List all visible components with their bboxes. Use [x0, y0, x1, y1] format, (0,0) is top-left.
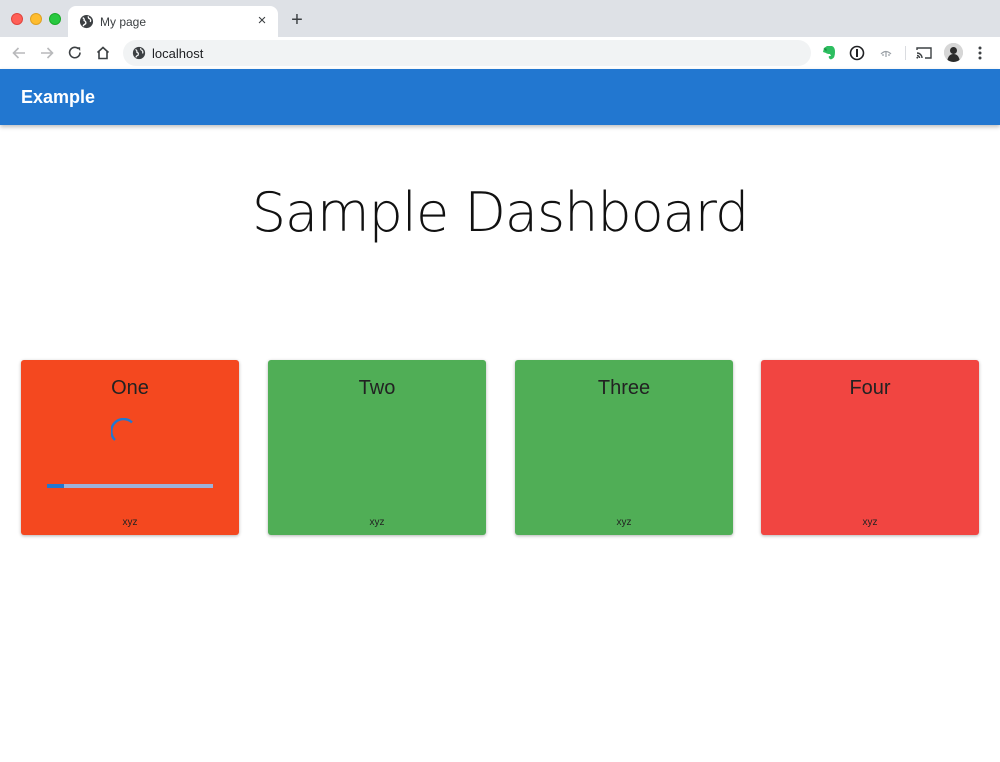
card-title: Three	[597, 377, 651, 399]
globe-icon	[132, 46, 146, 60]
extension-icon[interactable]	[877, 44, 895, 62]
app-title: Example	[21, 87, 96, 107]
card-title: Four	[849, 377, 891, 399]
password-manager-extension-icon[interactable]	[848, 44, 866, 62]
new-tab-button[interactable]: +	[291, 9, 303, 31]
window-minimize-button[interactable]	[30, 13, 42, 25]
card-footer: xyz	[369, 517, 385, 528]
forward-arrow-icon[interactable]	[37, 43, 57, 63]
progress-bar-fill	[47, 484, 64, 488]
card-title: Two	[358, 377, 396, 399]
card-title: One	[111, 377, 149, 399]
profile-avatar[interactable]	[944, 43, 963, 62]
dashboard-card-two: Two xyz	[268, 360, 486, 535]
page-title: Sample Dashboard	[251, 181, 750, 244]
evernote-extension-icon[interactable]	[820, 44, 838, 62]
cast-icon[interactable]	[915, 44, 933, 62]
more-vertical-icon[interactable]	[975, 43, 985, 63]
address-text: localhost	[152, 46, 204, 61]
home-icon[interactable]	[93, 43, 113, 63]
card-footer: xyz	[862, 517, 878, 528]
card-footer: xyz	[122, 517, 138, 528]
progress-bar	[47, 484, 213, 488]
toolbar-separator	[905, 46, 906, 60]
back-arrow-icon[interactable]	[9, 43, 29, 63]
dashboard-card-four: Four xyz	[761, 360, 979, 535]
window-close-button[interactable]	[11, 13, 23, 25]
browser-tab[interactable]: My page ×	[68, 6, 278, 37]
loading-spinner-icon	[111, 418, 133, 441]
address-bar[interactable]: localhost	[123, 40, 811, 66]
window-zoom-button[interactable]	[49, 13, 61, 25]
app-bar: Example	[0, 69, 1000, 125]
card-footer: xyz	[616, 517, 632, 528]
dashboard-card-one: One xyz	[21, 360, 239, 535]
globe-icon	[79, 14, 94, 29]
tab-title: My page	[100, 15, 147, 29]
tab-close-button[interactable]: ×	[257, 12, 267, 29]
browser-toolbar: localhost	[0, 37, 1000, 69]
dashboard-card-three: Three xyz	[515, 360, 733, 535]
profile-avatar-icon	[944, 43, 963, 62]
browser-tabstrip: My page × +	[0, 0, 1000, 37]
reload-icon[interactable]	[65, 43, 85, 63]
